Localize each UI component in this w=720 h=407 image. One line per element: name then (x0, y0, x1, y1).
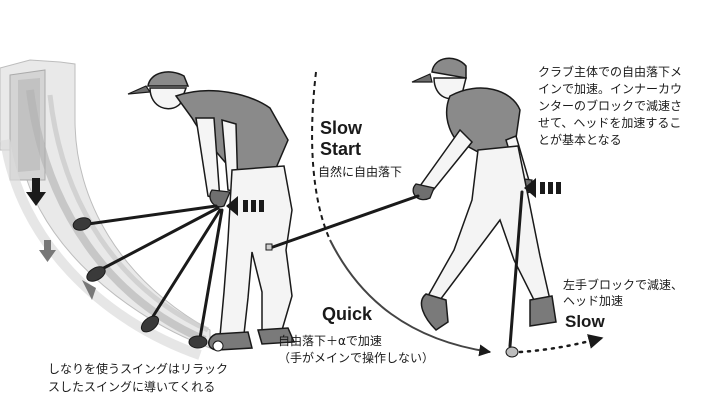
right-note-line-4: せて、ヘッドを加速するこ (538, 116, 682, 130)
natural-fall-label: 自然に自由落下 (318, 165, 403, 179)
club-motion-lines (86, 204, 224, 340)
club-grip-end (265, 243, 273, 251)
slow-label: Slow (565, 312, 605, 331)
stadium-wall-graphic (0, 59, 211, 360)
right-note-line-1: クラブ主体での自由落下メ (538, 65, 683, 79)
golf-ball (212, 340, 224, 352)
slow-dotted-path (518, 334, 604, 354)
quick-description: 自由落下＋αで加速 （手がメインで操作しない） (278, 333, 434, 367)
left-arrow-icon (524, 178, 561, 198)
club-heads (72, 217, 208, 349)
quick-swing-path (329, 239, 492, 357)
slow-start-line-1: Slow (320, 118, 363, 138)
left-hand-line-2: ヘッド加速 (563, 294, 624, 308)
quick-label: Quick (322, 304, 373, 324)
slow-start-line-2: Start (320, 139, 362, 159)
down-arrow-icon (39, 240, 56, 262)
right-note-line-2: インで加速。インナーカウ (538, 82, 683, 96)
bottom-left-line-1: しなりを使うスイングはリラック (48, 362, 229, 376)
right-golfer-figure (411, 57, 557, 331)
right-club-shafts (268, 190, 524, 348)
right-note-line-5: とが基本となる (538, 133, 622, 147)
club-head-right (505, 346, 519, 358)
slow-start-dashed-path (311, 71, 331, 241)
right-arrow-icon (82, 280, 96, 300)
quick-desc-line-1: 自由落下＋αで加速 (278, 334, 382, 348)
right-note-line-3: ンターのブロックで減速さ (538, 99, 683, 113)
right-arrow-icon (226, 196, 264, 216)
left-hand-line-1: 左手ブロックで減速、 (563, 278, 684, 292)
club-fall-note: クラブ主体での自由落下メ インで加速。インナーカウ ンターのブロックで減速さ せ… (538, 64, 716, 149)
down-arrow-icon (26, 178, 46, 206)
flex-swing-note: しなりを使うスイングはリラック スしたスイングに導いてくれる (48, 360, 228, 396)
left-hand-block-note: 左手ブロックで減速、 ヘッド加速 (563, 277, 683, 309)
bottom-left-line-2: スしたスイングに導いてくれる (48, 380, 216, 394)
quick-desc-line-2: （手がメインで操作しない） (278, 351, 435, 365)
slow-start-label: Slow Start (320, 118, 362, 160)
